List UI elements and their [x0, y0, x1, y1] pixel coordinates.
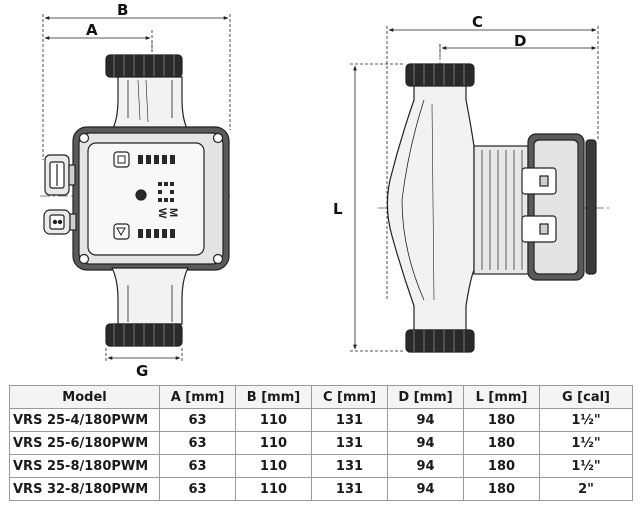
cell-model: VRS 25-8/180PWM — [9, 454, 160, 478]
label-b: B — [117, 1, 128, 19]
power-plug — [44, 154, 76, 196]
cell-c: 131 — [311, 454, 388, 478]
pump-technical-drawing: W M B — [40, 1, 610, 378]
cell-c: 131 — [311, 408, 388, 432]
label-a: A — [86, 21, 98, 39]
play-button — [113, 223, 130, 240]
cell-d: 94 — [387, 477, 464, 501]
header-a: A [mm] — [159, 385, 236, 409]
motor-body — [473, 145, 529, 275]
label-d: D — [514, 32, 526, 50]
cell-c: 131 — [311, 477, 388, 501]
display-glyph-w: W — [156, 208, 168, 219]
cell-l: 180 — [463, 431, 540, 455]
header-l: L [mm] — [463, 385, 540, 409]
dimension-d — [439, 44, 597, 60]
dimension-l — [350, 63, 404, 352]
header-d: D [mm] — [387, 385, 464, 409]
side-view — [378, 44, 610, 353]
cell-d: 94 — [387, 431, 464, 455]
cell-b: 110 — [235, 454, 312, 478]
cell-g: 1½" — [539, 454, 633, 478]
cell-a: 63 — [159, 431, 236, 455]
cell-b: 110 — [235, 408, 312, 432]
cell-b: 110 — [235, 477, 312, 501]
table-row: VRS 25-6/180PWM 63 110 131 94 180 1½" — [9, 431, 633, 455]
header-c: C [mm] — [311, 385, 388, 409]
cell-c: 131 — [311, 431, 388, 455]
dimension-a — [44, 30, 153, 52]
dimension-c — [386, 26, 599, 300]
table-header-row: Model A [mm] B [mm] C [mm] D [mm] L [mm]… — [9, 385, 633, 409]
cell-l: 180 — [463, 408, 540, 432]
cell-g: 2" — [539, 477, 633, 501]
label-l: L — [333, 200, 343, 218]
dimension-b — [42, 14, 231, 160]
cell-a: 63 — [159, 454, 236, 478]
signal-plug — [43, 209, 77, 235]
stop-button — [113, 151, 130, 168]
cell-model: VRS 25-4/180PWM — [9, 408, 160, 432]
front-view: W M — [40, 42, 232, 347]
table-row: VRS 25-4/180PWM 63 110 131 94 180 1½" — [9, 408, 633, 432]
cell-a: 63 — [159, 477, 236, 501]
cell-b: 110 — [235, 431, 312, 455]
status-led — [135, 189, 147, 201]
dimension-g — [105, 348, 183, 362]
cell-l: 180 — [463, 454, 540, 478]
cell-g: 1½" — [539, 431, 633, 455]
cell-d: 94 — [387, 408, 464, 432]
cell-a: 63 — [159, 408, 236, 432]
label-c: C — [472, 13, 483, 31]
cell-l: 180 — [463, 477, 540, 501]
label-g: G — [136, 362, 148, 378]
table-row: VRS 32-8/180PWM 63 110 131 94 180 2" — [9, 477, 633, 501]
header-model: Model — [9, 385, 160, 409]
cell-model: VRS 32-8/180PWM — [9, 477, 160, 501]
header-g: G [cal] — [539, 385, 633, 409]
specification-table: Model A [mm] B [mm] C [mm] D [mm] L [mm]… — [9, 385, 633, 501]
table-row: VRS 25-8/180PWM 63 110 131 94 180 1½" — [9, 454, 633, 478]
cell-g: 1½" — [539, 408, 633, 432]
cell-model: VRS 25-6/180PWM — [9, 431, 160, 455]
header-b: B [mm] — [235, 385, 312, 409]
cell-d: 94 — [387, 454, 464, 478]
display-glyph-m: M — [167, 208, 179, 217]
